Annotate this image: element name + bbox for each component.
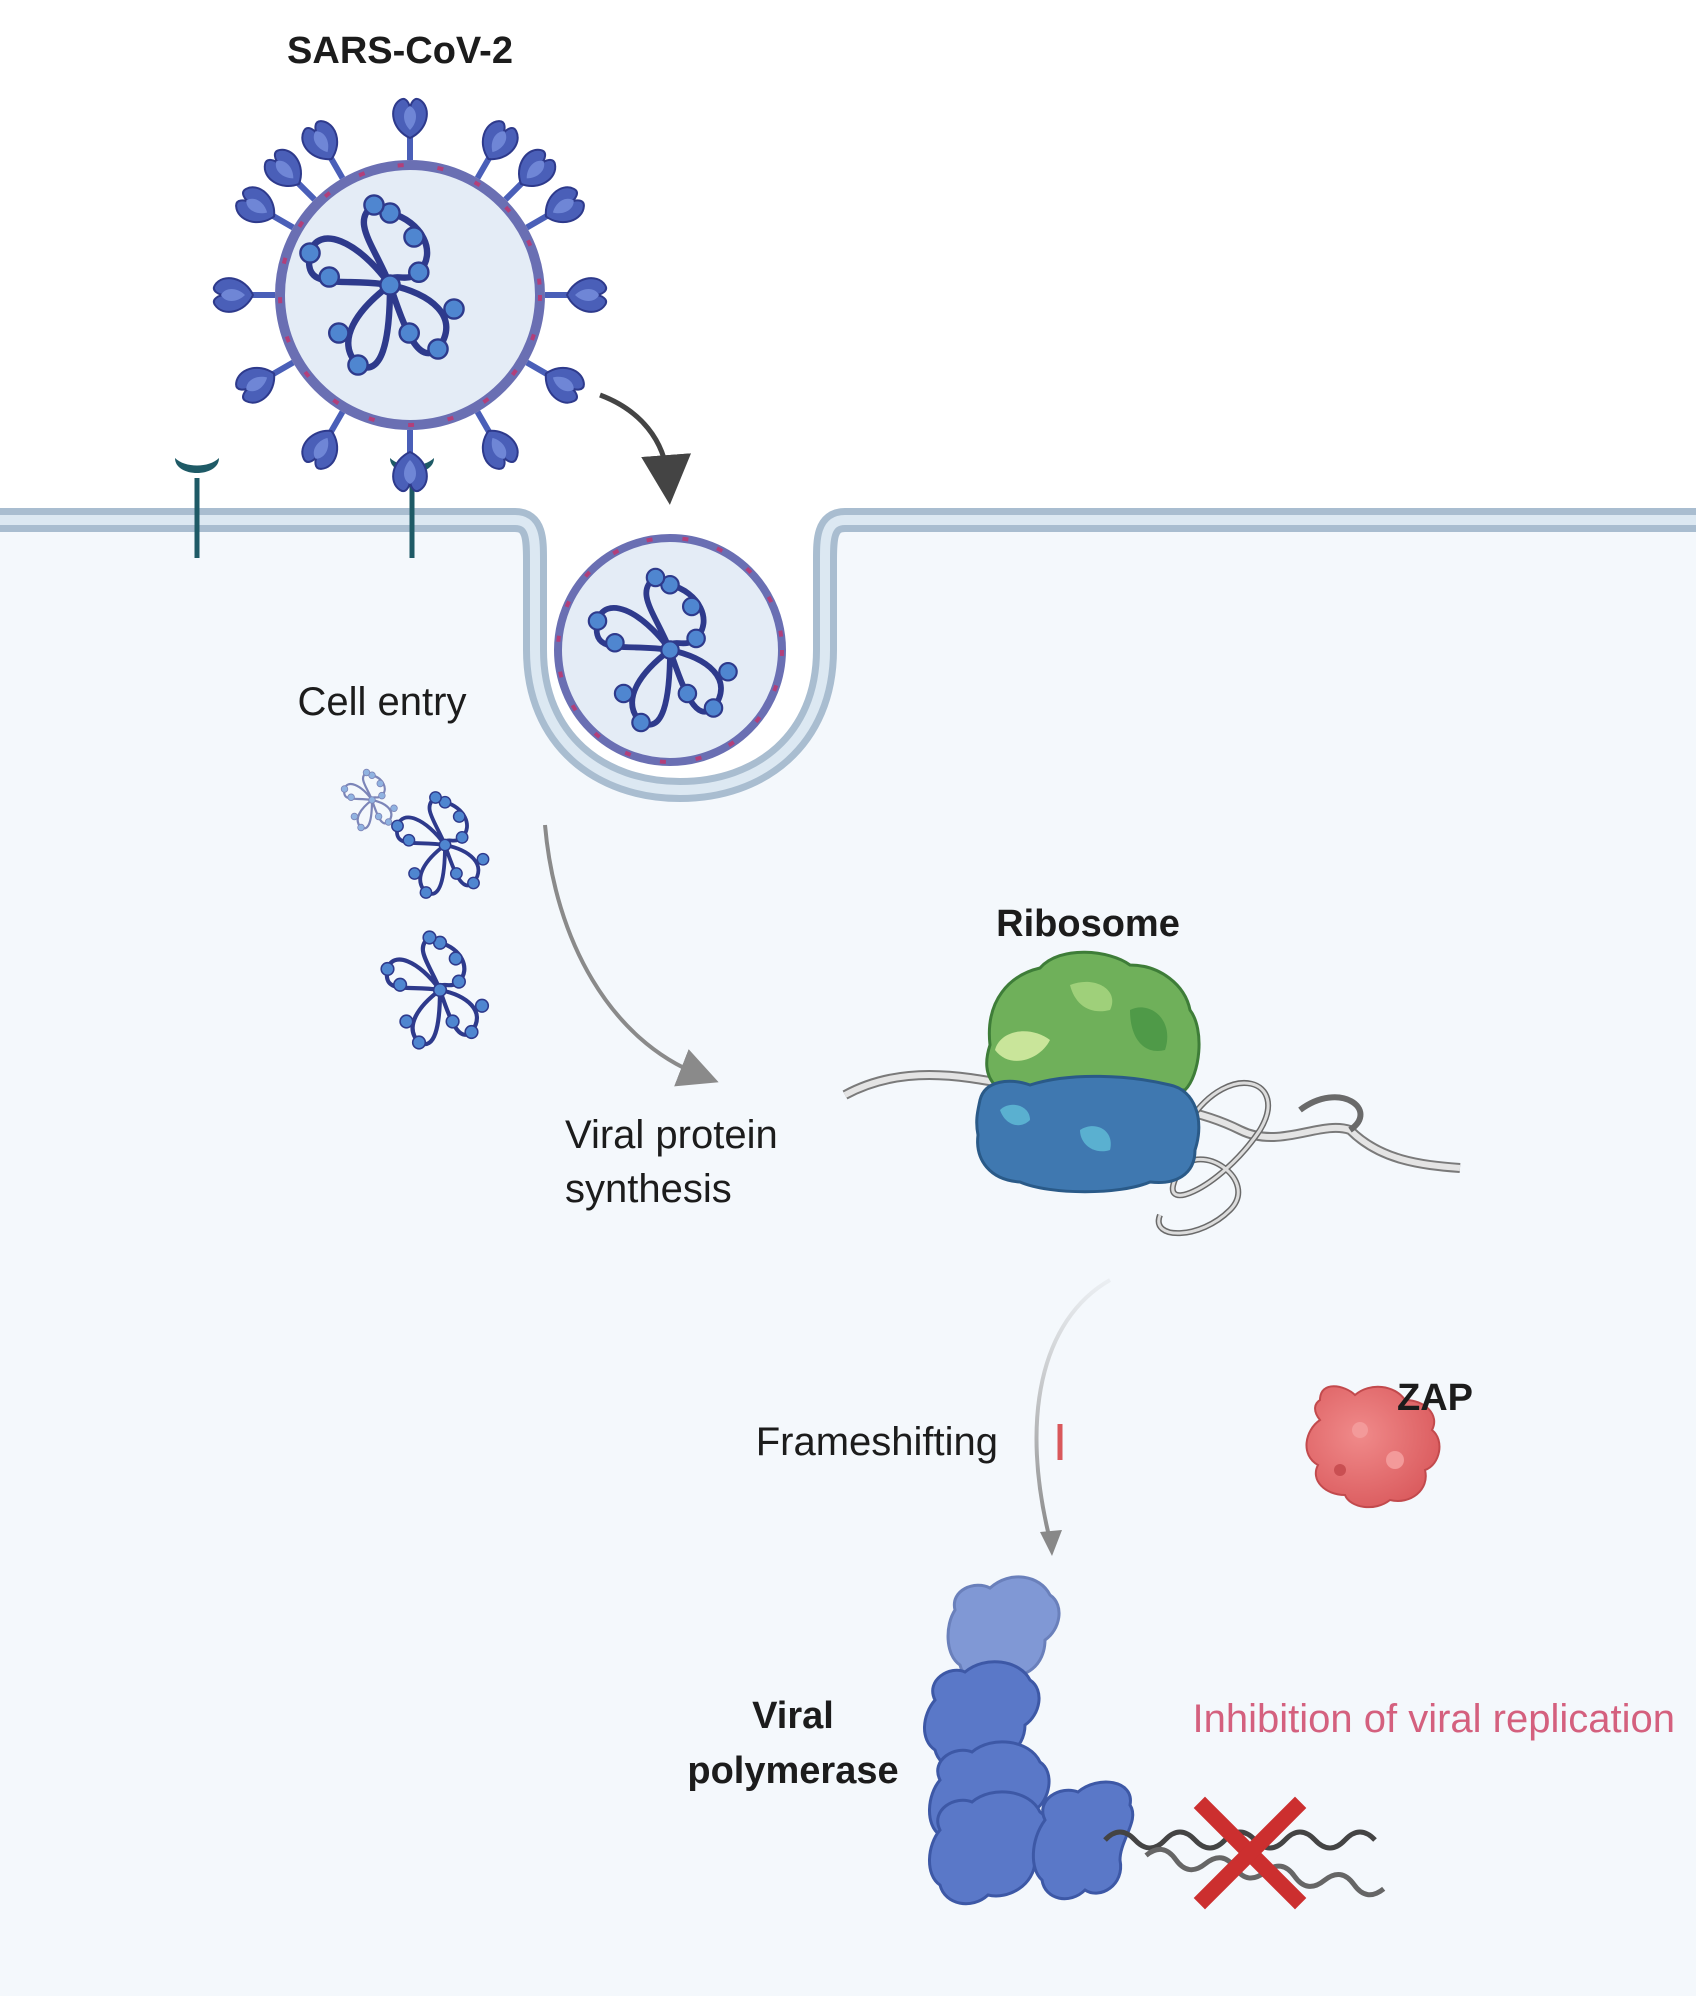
- zap-protein-icon: [1305, 1385, 1441, 1509]
- polymerase-icon: [923, 1575, 1135, 1906]
- frameshift-arrow: [1034, 1278, 1111, 1541]
- synthesis-arrow: [543, 824, 719, 1087]
- entry-arrow: [599, 392, 692, 505]
- cell-entry-label: Cell entry: [298, 680, 467, 724]
- cross-icon: [1193, 1796, 1307, 1910]
- frameshifting-label: Frameshifting: [756, 1420, 998, 1464]
- protein-synthesis-label-2: synthesis: [565, 1167, 732, 1211]
- zap-label: ZAP: [1397, 1377, 1473, 1419]
- protein-synthesis-label-1: Viral protein: [565, 1113, 778, 1157]
- endosome-icon: [554, 534, 786, 766]
- ribosome-icon: [842, 950, 1461, 1237]
- inhibition-label: Inhibition of viral replication: [1193, 1697, 1675, 1741]
- virus-icon: [214, 99, 606, 491]
- ribosome-label: Ribosome: [996, 903, 1180, 945]
- polymerase-label-1: Viral: [752, 1695, 834, 1737]
- polymerase-label-2: polymerase: [687, 1750, 898, 1792]
- virus-label: SARS-CoV-2: [287, 30, 513, 72]
